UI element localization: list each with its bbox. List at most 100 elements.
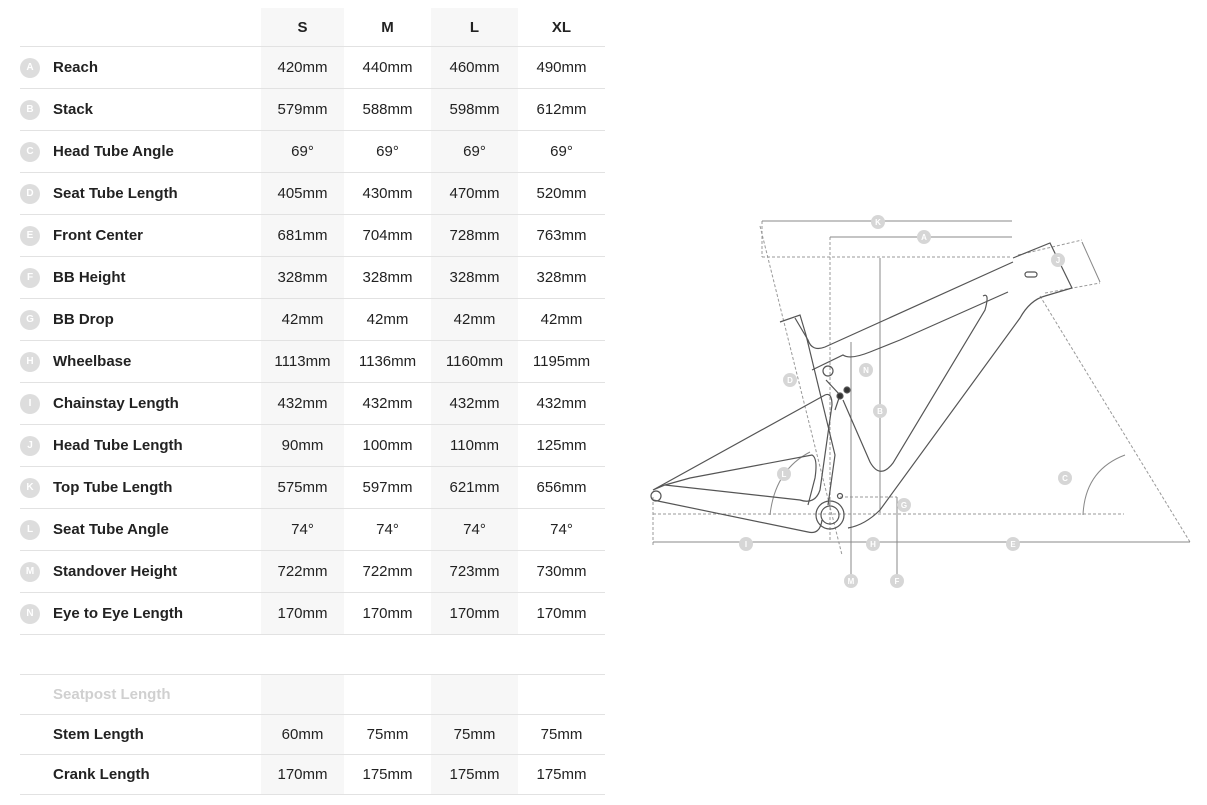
dimension-lines: [653, 220, 1190, 575]
frame-outline: [650, 242, 1073, 534]
value-cell: 170mm: [431, 593, 518, 634]
value-cell: 432mm: [536, 395, 587, 412]
dimension-badge: B: [20, 99, 40, 120]
label-badge-b: [873, 404, 887, 418]
value-cell: 110mm: [431, 425, 518, 466]
value-cell: 170mm: [261, 755, 344, 794]
geometry-row: B Stack 579mm 588mm 598mm 612mm: [20, 89, 605, 131]
value-cell: 490mm: [536, 59, 587, 76]
value-cell: 432mm: [261, 383, 344, 424]
dimension-badge: E: [20, 225, 40, 246]
value-cell: 69°: [431, 131, 518, 172]
value-cell: 60mm: [261, 715, 344, 754]
dimension-label: Seat Tube Length: [53, 185, 178, 202]
dimension-badge: G: [20, 309, 40, 330]
value-cell: 405mm: [261, 173, 344, 214]
component-label: Seatpost Length: [53, 686, 171, 703]
size-s-header: S: [261, 8, 344, 46]
label-letter: B: [877, 407, 883, 416]
value-cell: 621mm: [431, 467, 518, 508]
dimension-badge: I: [20, 393, 40, 414]
value-cell: 598mm: [431, 89, 518, 130]
size-l-header: L: [431, 8, 518, 46]
value-cell: [431, 675, 518, 714]
dimension-badge: K: [20, 477, 40, 498]
value-cell: 75mm: [540, 726, 583, 743]
dimension-badge: F: [20, 267, 40, 288]
component-label: Crank Length: [53, 766, 150, 783]
label-letter: J: [1056, 256, 1060, 265]
value-cell: 175mm: [362, 766, 413, 783]
value-cell: 1195mm: [532, 353, 591, 370]
value-cell: 1136mm: [358, 353, 417, 370]
value-cell: 125mm: [536, 437, 587, 454]
dimension-label: Stack: [53, 101, 94, 118]
value-cell: 42mm: [261, 299, 344, 340]
value-cell: 420mm: [261, 47, 344, 88]
value-cell: 170mm: [536, 605, 587, 622]
value-cell: 612mm: [536, 101, 587, 118]
value-cell: 328mm: [362, 269, 413, 286]
dimension-label: Eye to Eye Length: [53, 605, 184, 622]
label-letter: D: [787, 376, 793, 385]
value-cell: [261, 675, 344, 714]
value-cell: 432mm: [362, 395, 413, 412]
label-letter: I: [745, 540, 747, 549]
dimension-label: Head Tube Angle: [53, 143, 174, 160]
dimension-label: Reach: [53, 59, 99, 76]
value-cell: 520mm: [536, 185, 587, 202]
value-cell: 1160mm: [431, 341, 518, 382]
value-cell: 730mm: [536, 563, 587, 580]
label-badge-g: [897, 498, 911, 512]
value-cell: 175mm: [536, 766, 587, 783]
value-cell: 656mm: [536, 479, 587, 496]
value-cell: 579mm: [261, 89, 344, 130]
value-cell: 75mm: [431, 715, 518, 754]
value-cell: 74°: [550, 521, 573, 538]
label-letter: M: [848, 577, 855, 586]
label-letter: N: [863, 366, 869, 375]
label-letter: F: [895, 577, 900, 586]
dimension-label: Head Tube Length: [53, 437, 183, 454]
value-cell: 722mm: [261, 551, 344, 592]
value-cell: 723mm: [431, 551, 518, 592]
value-cell: 100mm: [362, 437, 413, 454]
label-badge-m: [844, 574, 858, 588]
value-cell: 430mm: [362, 185, 413, 202]
value-cell: 440mm: [362, 59, 413, 76]
dimension-badge: M: [20, 561, 40, 582]
value-cell: 74°: [261, 509, 344, 550]
value-cell: 42mm: [540, 311, 583, 328]
dimension-label: Standover Height: [53, 563, 178, 580]
value-cell: 328mm: [536, 269, 587, 286]
value-cell: 728mm: [431, 215, 518, 256]
value-cell: 588mm: [362, 101, 413, 118]
size-header-row: S M L XL: [20, 8, 605, 47]
value-cell: 763mm: [536, 227, 587, 244]
label-badge-f: [890, 574, 904, 588]
value-cell: 170mm: [362, 605, 413, 622]
value-cell: 74°: [376, 521, 399, 538]
value-cell: 42mm: [366, 311, 409, 328]
component-label: Stem Length: [53, 726, 144, 743]
value-cell: 90mm: [261, 425, 344, 466]
label-letter: E: [1010, 540, 1016, 549]
label-letter: A: [921, 233, 927, 242]
dimension-badge: D: [20, 183, 40, 204]
label-badge-e: [1006, 537, 1020, 551]
label-badge-i: [739, 537, 753, 551]
label-badge-l: [777, 467, 791, 481]
